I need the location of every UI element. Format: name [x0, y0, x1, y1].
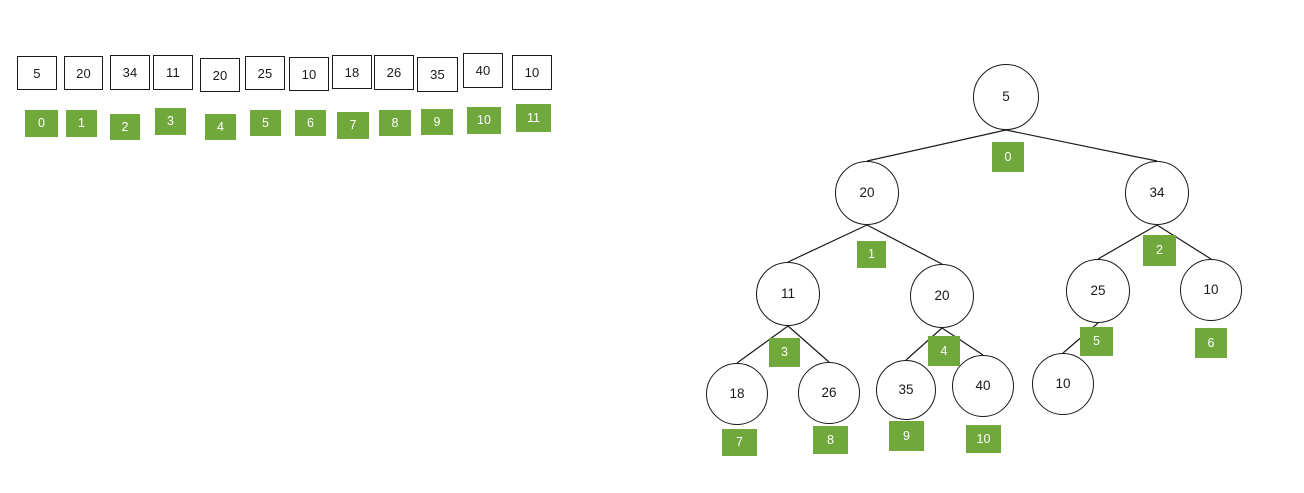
tree-node-index-badge: 10	[966, 425, 1001, 453]
tree-node[interactable]: 35	[876, 360, 936, 420]
array-index-badge: 11	[516, 104, 551, 132]
array-cell[interactable]: 25	[245, 56, 285, 90]
array-index-badge: 5	[250, 110, 281, 136]
tree-node-index-badge: 3	[769, 338, 800, 367]
tree-node[interactable]: 10	[1032, 353, 1094, 415]
array-index-badge: 9	[421, 109, 453, 135]
tree-node-index-badge: 2	[1143, 235, 1176, 266]
tree-edge	[866, 129, 1007, 162]
array-cell[interactable]: 20	[64, 56, 103, 90]
array-index-badge: 0	[25, 110, 58, 137]
array-index-badge: 1	[66, 110, 97, 137]
array-index-badge: 3	[155, 108, 186, 135]
tree-node-index-badge: 0	[992, 142, 1024, 172]
tree-node[interactable]: 40	[952, 355, 1014, 417]
tree-node-index-badge: 6	[1195, 328, 1227, 358]
tree-node[interactable]: 5	[973, 64, 1039, 130]
tree-node[interactable]: 34	[1125, 161, 1189, 225]
array-cell[interactable]: 5	[17, 56, 57, 90]
tree-node-index-badge: 1	[857, 241, 886, 268]
array-cell[interactable]: 11	[153, 55, 193, 90]
array-cell[interactable]: 20	[200, 58, 240, 92]
array-cell[interactable]: 18	[332, 55, 372, 89]
tree-node-index-badge: 5	[1080, 327, 1113, 356]
array-index-badge: 2	[110, 114, 140, 140]
array-cell[interactable]: 40	[463, 53, 503, 88]
array-cell[interactable]: 35	[417, 57, 458, 92]
array-cell[interactable]: 10	[512, 55, 552, 90]
tree-node[interactable]: 26	[798, 362, 860, 424]
array-index-badge: 10	[467, 107, 501, 134]
tree-node[interactable]: 20	[835, 161, 899, 225]
array-index-badge: 6	[295, 110, 326, 136]
tree-node-index-badge: 9	[889, 421, 924, 451]
array-cell[interactable]: 10	[289, 57, 329, 91]
tree-node[interactable]: 18	[706, 363, 768, 425]
tree-node-index-badge: 4	[928, 336, 960, 366]
array-cell[interactable]: 34	[110, 55, 150, 90]
tree-node[interactable]: 25	[1066, 259, 1130, 323]
array-cell[interactable]: 26	[374, 55, 414, 90]
tree-edge	[787, 224, 868, 263]
tree-edge	[1005, 129, 1158, 162]
tree-node[interactable]: 20	[910, 264, 974, 328]
array-index-badge: 4	[205, 114, 236, 140]
tree-node-index-badge: 8	[813, 426, 848, 454]
array-index-badge: 8	[379, 110, 411, 136]
tree-node[interactable]: 11	[756, 262, 820, 326]
array-index-badge: 7	[337, 112, 369, 139]
tree-node-index-badge: 7	[722, 429, 757, 456]
tree-node[interactable]: 10	[1180, 259, 1242, 321]
